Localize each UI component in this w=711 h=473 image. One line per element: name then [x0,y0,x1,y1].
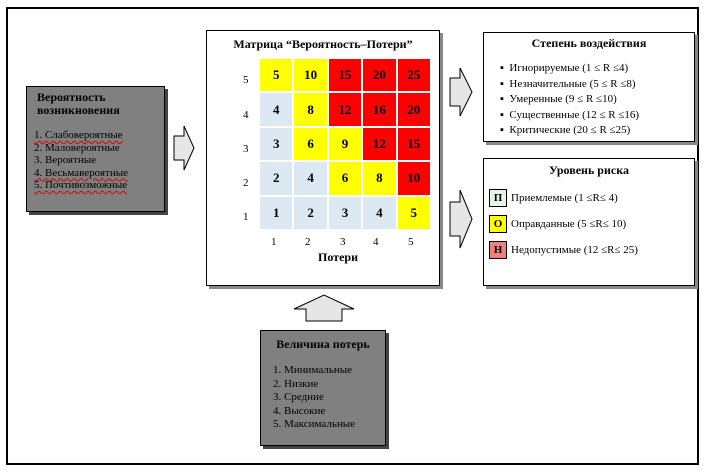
probability-title: Вероятность возникновения [37,90,120,117]
matrix-cell: 4 [293,161,328,196]
outer-frame [6,7,699,465]
matrix-cell: 6 [327,161,363,196]
probability-item: 3. Вероятные [34,154,97,166]
risk-level-label: Приемлемые (1 ≤R≤ 4) [511,192,618,204]
risk-code-badge: О [489,215,507,233]
matrix-cell: 20 [396,92,431,127]
right-arrow-icon [449,189,473,249]
probability-item: 1. Слабовероятные [34,129,123,141]
right-arrow-icon [173,125,195,171]
impact-list: ▪ Игнорируемые (1 ≤ R ≤4) ▪ Незначительн… [500,61,694,139]
up-arrow-icon [293,294,355,322]
matrix-cell: 25 [396,58,431,93]
matrix-cell: 8 [362,161,397,196]
x-tick: 3 [340,236,346,248]
y-tick: 2 [243,177,249,189]
matrix-cell: 3 [259,126,294,162]
matrix-cell: 4 [362,195,397,230]
probability-item: 5. Почтивозможные [34,179,128,191]
matrix-cell: 3 [327,195,363,230]
impact-item: ▪ Существенные (12 ≤ R ≤16) [500,108,640,121]
matrix-cell: 16 [362,92,397,127]
y-tick: 3 [243,143,249,155]
x-tick: 5 [408,236,414,248]
matrix-cell: 5 [396,195,431,230]
probability-panel: Вероятность возникновения 1. Слабовероят… [26,86,165,212]
right-arrow-icon [449,67,473,117]
matrix-cell: 2 [293,195,328,230]
impact-item: ▪ Незначительные (5 ≤ R ≤8) [500,77,636,90]
x-axis-label: Потери [318,250,358,264]
probability-list: 1. Слабовероятные 2. Маловероятные 3. Ве… [34,129,164,192]
matrix-cell: 15 [396,126,431,162]
matrix-cell: 10 [293,58,328,93]
matrix-cell: 6 [293,126,328,162]
losses-item: 3. Средние [273,391,324,403]
x-tick: 4 [373,236,379,248]
matrix-cell: 4 [259,92,294,127]
risk-level-title: Уровень риска [549,163,629,177]
matrix-cell: 12 [327,92,363,127]
matrix-cell: 2 [259,161,294,196]
risk-level-item: Н Недопустимые (12 ≤R≤ 25) [489,241,638,259]
losses-list: 1. Минимальные 2. Низкие 3. Средние 4. В… [273,364,385,432]
y-tick: 1 [243,211,249,223]
losses-title: Величина потерь [276,337,370,351]
losses-item: 4. Высокие [273,404,326,417]
x-tick: 1 [271,236,277,248]
matrix-cell: 20 [362,58,397,93]
losses-item: 2. Низкие [273,377,319,390]
impact-panel: Степень воздействия ▪ Игнорируемые (1 ≤ … [483,32,695,142]
impact-title: Степень воздействия [531,36,647,50]
probability-item: 4. Весьмавероятные [34,166,128,179]
risk-level-panel: Уровень риска [483,158,695,286]
losses-panel: Величина потерь 1. Минимальные 2. Низкие… [260,330,386,446]
losses-item: 1. Минимальные [273,364,352,376]
impact-item: ▪ Критические (20 ≤ R ≤25) [500,124,631,136]
matrix-cell: 8 [293,92,328,127]
matrix-cell: 15 [327,58,363,93]
matrix-title: Матрица “Вероятность–Потери” [233,37,413,51]
risk-level-item: П Приемлемые (1 ≤R≤ 4) [489,189,618,207]
risk-code-badge: П [489,189,507,207]
risk-level-label: Оправданные (5 ≤R≤ 10) [511,218,627,230]
matrix-cell: 5 [259,58,294,93]
risk-level-label: Недопустимые (12 ≤R≤ 25) [511,244,638,256]
probability-item: 2. Маловероятные [34,141,120,154]
losses-item: 5. Максимальные [273,418,356,430]
risk-level-item: О Оправданные (5 ≤R≤ 10) [489,215,626,233]
y-tick: 5 [243,74,249,86]
matrix-cell: 1 [259,195,294,230]
x-tick: 2 [305,236,311,248]
impact-item: ▪ Умеренные (9 ≤ R ≤10) [500,93,617,105]
matrix-cell: 12 [362,126,397,162]
matrix-cell: 9 [327,126,363,162]
y-tick: 4 [243,109,249,121]
risk-code-badge: Н [489,241,507,259]
impact-item: ▪ Игнорируемые (1 ≤ R ≤4) [500,62,629,74]
matrix-cell: 10 [396,161,431,196]
